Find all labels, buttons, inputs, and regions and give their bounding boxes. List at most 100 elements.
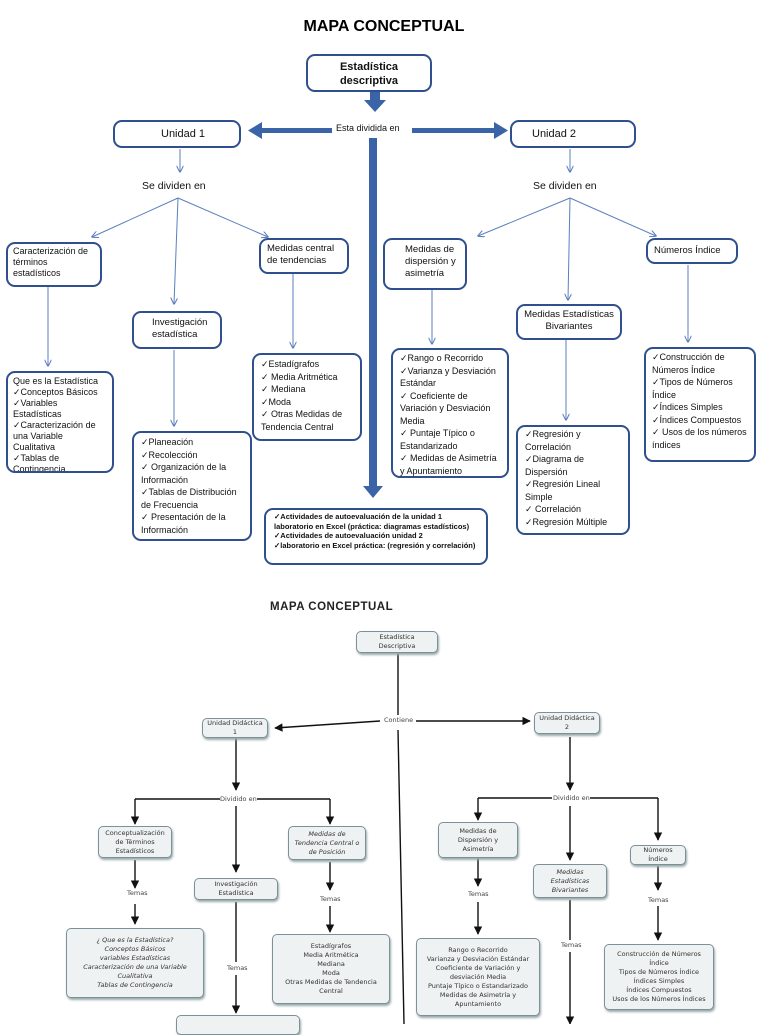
map2-bivariantes-node: Medidas Estadísticas Bivariantes xyxy=(533,864,607,898)
map2-connector-label: Contiene xyxy=(384,716,414,724)
list-item: ✓Planeación xyxy=(141,437,194,447)
caracterizacion-label: Caracterización de términos estadísticos xyxy=(13,246,89,278)
block-arrow-down-actividades xyxy=(363,138,383,498)
unit2-node: Unidad 2 xyxy=(510,120,636,148)
list-item: ✓ Organización de la Información xyxy=(141,462,227,485)
investigacion-label: Investigación estadística xyxy=(152,317,208,340)
map2-title: MAPA CONCEPTUAL xyxy=(270,601,394,613)
list-item: ✓ Coeficiente de Variación y Desviación … xyxy=(400,390,491,426)
map2-temas-label: Temas xyxy=(227,964,248,972)
list-item: ✓Regresión Múltiple xyxy=(525,516,608,527)
dispersion-node: Medidas de dispersión y asimetría xyxy=(383,238,467,290)
dispersion-items: ✓Rango o Recorrido ✓Varianza y Desviació… xyxy=(400,352,500,476)
list-item: ✓Regresión y Correlación xyxy=(525,429,581,452)
list-item: Tablas de Contingencia xyxy=(97,981,173,989)
map2-tendencia-node: Medidas de Tendencia Central o de Posici… xyxy=(288,826,366,860)
unit1-label: Unidad 1 xyxy=(161,128,206,140)
list-item: Moda xyxy=(322,969,340,977)
map2-dispersion-node: Medidas de Dispersión y Asimetría xyxy=(438,822,518,858)
map2-divided1-label: Dividido en xyxy=(220,795,257,803)
map2-divided2-label: Dividido en xyxy=(553,794,590,802)
list-item: ✓Recolección xyxy=(141,449,198,460)
list-item: ✓Índices Simples xyxy=(652,402,723,412)
map2-temas-label: Temas xyxy=(561,941,582,949)
block-arrow-left xyxy=(248,122,332,139)
list-item: Coeficiente de Variación y desviación Me… xyxy=(435,963,521,981)
bivariantes-items: ✓Regresión y Correlación ✓Diagrama de Di… xyxy=(525,428,621,528)
list-item: ✓Tipos de Números Índice xyxy=(652,377,733,400)
dispersion-list: ✓Rango o Recorrido ✓Varianza y Desviació… xyxy=(391,348,509,478)
medidas-central-node: Medidas central de tendencias xyxy=(259,238,349,274)
list-item: Varianza y Desviación Estándar xyxy=(426,954,530,963)
unit1-connector: Se dividen en xyxy=(142,180,206,192)
dispersion-label: Medidas de dispersión y asimetría xyxy=(405,244,456,279)
map2-unit1-node: Unidad Didáctica 1 xyxy=(202,718,268,738)
indices-items: ✓Construcción de Números Índice ✓Tipos d… xyxy=(652,351,748,451)
map2-unit1-label: Unidad Didáctica 1 xyxy=(207,719,263,736)
map2-dispersion-label: Medidas de Dispersión y Asimetría xyxy=(457,826,499,853)
indices-node: Números Índice xyxy=(646,238,738,264)
list-item: ✓Actividades de autoevaluación de la uni… xyxy=(274,512,470,531)
list-item: ✓Tablas de Contingencia xyxy=(13,453,66,473)
list-item: ✓ Medidas de Asimetría y Apuntamiento xyxy=(400,453,497,476)
list-item: Caracterización de una Variable Cualitat… xyxy=(83,963,187,980)
list-item: ✓ Usos de los números índices xyxy=(652,427,747,450)
list-item: Rango o Recorrido xyxy=(448,945,508,954)
investigacion-list: ✓Planeación ✓Recolección ✓ Organización … xyxy=(132,431,252,541)
bivariantes-list: ✓Regresión y Correlación ✓Diagrama de Di… xyxy=(516,425,630,535)
map2-temas-label: Temas xyxy=(127,889,148,897)
map2-unit2-node: Unidad Didáctica 2 xyxy=(534,712,600,734)
connector-label: Esta dividida en xyxy=(336,123,400,133)
list-item: ✓Diagrama de Dispersión xyxy=(525,454,585,477)
map2-root-label: Estadística Descriptiva xyxy=(378,633,416,650)
map2-investigacion-node: Investigación Estadística xyxy=(194,878,278,900)
map2-temas-label: Temas xyxy=(468,890,489,898)
list-item: Estadígrafos xyxy=(310,942,352,950)
map2-indices-node: Números Índice xyxy=(630,845,686,865)
list-item: Puntaje Típico o Estandarizado xyxy=(427,981,529,990)
investigacion-node: Investigación estadística xyxy=(132,311,222,349)
list-item: ✓Estadígrafos xyxy=(261,359,320,369)
map2-tendencia-list: Estadígrafos Media Aritmética Mediana Mo… xyxy=(272,934,390,1004)
list-item: ✓laboratorio en Excel práctica: (regresi… xyxy=(274,540,476,550)
list-item: Mediana xyxy=(317,960,345,968)
list-item: Tipos de Números Índice xyxy=(618,968,700,976)
map2-tendencia-label: Medidas de Tendencia Central o de Posici… xyxy=(294,829,360,856)
investigacion-items: ✓Planeación ✓Recolección ✓ Organización … xyxy=(141,436,243,536)
list-item: Media Aritmética xyxy=(303,951,359,959)
root-node: Estadística descriptiva xyxy=(306,54,432,92)
caracterizacion-items: Que es la Estadística ✓Conceptos Básicos… xyxy=(13,376,107,473)
unit2-label: Unidad 2 xyxy=(532,128,577,140)
indices-list: ✓Construcción de Números Índice ✓Tipos d… xyxy=(644,347,756,462)
medidas-central-items: ✓Estadígrafos ✓ Media Aritmética ✓ Media… xyxy=(261,358,353,433)
actividades-box: ✓Actividades de autoevaluación de la uni… xyxy=(264,508,488,565)
list-item: ✓ Otras Medidas de Tendencia Central xyxy=(261,409,343,432)
list-item: ✓Varianza y Desviación Estándar xyxy=(400,365,496,389)
list-item: ✓Conceptos Básicos xyxy=(13,387,98,397)
map1-title: MAPA CONCEPTUAL xyxy=(303,18,465,35)
map2-temas-label: Temas xyxy=(320,895,341,903)
unit2-connector: Se dividen en xyxy=(533,180,597,192)
list-item: ✓Regresión Lineal Simple xyxy=(525,479,601,502)
list-item: ✓ Puntaje Típico o Estandarizado xyxy=(400,428,475,451)
map2-investigacion-label: Investigación Estadística xyxy=(214,880,258,897)
list-item: Construcción de Números Índice xyxy=(617,950,701,967)
block-arrow-right xyxy=(412,122,508,139)
list-item: ✓ Correlación xyxy=(525,504,582,514)
medidas-central-list: ✓Estadígrafos ✓ Media Aritmética ✓ Media… xyxy=(252,353,362,441)
list-item: ✓Variables Estadísticas xyxy=(13,398,62,419)
caracterizacion-node: Caracterización de términos estadísticos xyxy=(6,242,102,287)
list-item: ✓ Mediana xyxy=(261,384,306,394)
map2-indices-label: Números Índice xyxy=(643,846,673,863)
map2-temas-label: Temas xyxy=(648,896,669,904)
list-item: variables Estadísticas xyxy=(99,954,171,962)
caracterizacion-list: Que es la Estadística ✓Conceptos Básicos… xyxy=(6,371,114,473)
bivariantes-node: Medidas Estadísticas Bivariantes xyxy=(516,304,622,340)
unit1-node: Unidad 1 xyxy=(113,120,241,148)
map2-conceptualizacion-label: Conceptualización de Términos Estadístic… xyxy=(105,828,165,855)
indices-label: Números Índice xyxy=(654,245,721,256)
map2-dispersion-list: Rango o Recorrido Varianza y Desviación … xyxy=(416,938,540,1016)
list-item: Conceptos Básicos xyxy=(104,945,166,953)
list-item: Medidas de Asimetría y Apuntamiento xyxy=(439,990,517,1008)
list-item: ✓Rango o Recorrido xyxy=(400,353,484,363)
